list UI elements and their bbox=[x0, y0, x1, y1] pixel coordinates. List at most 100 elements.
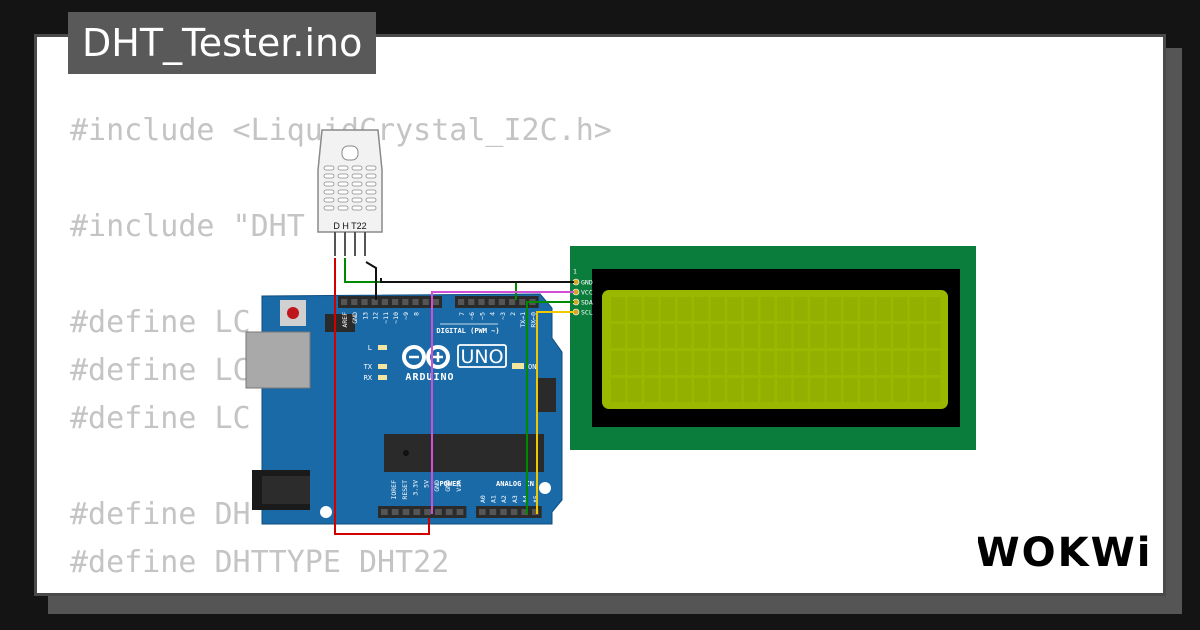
header-pin[interactable] bbox=[412, 299, 419, 305]
lcd-cell bbox=[727, 324, 742, 348]
header-pin[interactable] bbox=[341, 299, 348, 305]
grille-slot bbox=[365, 205, 377, 211]
grille-slot bbox=[323, 173, 335, 179]
lcd-cell bbox=[843, 324, 858, 348]
lcd-cell bbox=[694, 378, 709, 402]
lcd-cell bbox=[777, 378, 792, 402]
led-tx bbox=[378, 364, 387, 369]
grille-slot bbox=[351, 205, 363, 211]
header-pin[interactable] bbox=[456, 509, 464, 515]
grille-slot bbox=[337, 181, 349, 187]
lcd-cell bbox=[760, 351, 775, 375]
project-title[interactable]: DHT_Tester.ino bbox=[68, 12, 377, 74]
pin-label: GND bbox=[433, 480, 441, 492]
header-pin[interactable] bbox=[392, 299, 399, 305]
pin-label: 12 bbox=[372, 312, 380, 320]
pin-label: A4 bbox=[521, 495, 529, 503]
mounting-hole bbox=[539, 482, 551, 494]
header-pin[interactable] bbox=[532, 509, 539, 515]
grille-slot bbox=[365, 197, 377, 203]
header-pin[interactable] bbox=[381, 299, 388, 305]
lcd-cell bbox=[743, 324, 758, 348]
lcd-cell bbox=[611, 351, 626, 375]
grille-slot bbox=[337, 189, 349, 195]
lcd-cell bbox=[760, 324, 775, 348]
lcd-pin-label: GND bbox=[581, 279, 593, 287]
header-pin[interactable] bbox=[402, 299, 409, 305]
lcd-cell bbox=[694, 297, 709, 321]
grille-slot bbox=[351, 173, 363, 179]
pin-label: ~9 bbox=[402, 312, 410, 320]
sensor-label: D H T22 bbox=[333, 221, 366, 231]
pin-label: RX←0 bbox=[529, 312, 537, 328]
header-pin[interactable] bbox=[510, 509, 518, 515]
lcd-pin-label: SDA bbox=[581, 299, 593, 307]
lcd-cell bbox=[876, 351, 891, 375]
header-pin[interactable] bbox=[413, 509, 421, 515]
dht22-sensor[interactable]: D H T22 bbox=[317, 129, 383, 256]
header-pin[interactable] bbox=[498, 299, 505, 305]
header-pin[interactable] bbox=[458, 299, 465, 305]
sensor-body bbox=[317, 129, 383, 233]
header-pin[interactable] bbox=[468, 299, 475, 305]
header-pin[interactable] bbox=[509, 299, 516, 305]
lcd-cell bbox=[677, 297, 692, 321]
header-pin[interactable] bbox=[391, 509, 399, 515]
lcd-cell bbox=[677, 351, 692, 375]
model-label: UNO bbox=[460, 346, 503, 368]
header-pin[interactable] bbox=[519, 299, 526, 305]
header-pin[interactable] bbox=[351, 299, 358, 305]
lcd-cell bbox=[644, 297, 659, 321]
header-pin[interactable] bbox=[381, 509, 388, 515]
lcd-pin-label: 1 bbox=[573, 268, 577, 276]
grille-slot bbox=[365, 181, 377, 187]
pin-label: IOREF bbox=[390, 480, 398, 500]
led-label-rx: RX bbox=[364, 374, 373, 382]
lcd-cell bbox=[909, 351, 924, 375]
header-pin[interactable] bbox=[479, 509, 486, 515]
pin-label: 2 bbox=[509, 312, 517, 316]
header-pin[interactable] bbox=[422, 299, 429, 305]
lcd-cell bbox=[627, 297, 642, 321]
header-pin[interactable] bbox=[432, 299, 439, 305]
header-pin[interactable] bbox=[371, 299, 378, 305]
code-line: #define DHTTYPE DHT22 bbox=[70, 545, 450, 580]
lcd-cell bbox=[710, 324, 725, 348]
header-pin[interactable] bbox=[424, 509, 431, 515]
header-pin[interactable] bbox=[445, 509, 453, 515]
pin-label: ~10 bbox=[392, 312, 400, 324]
led-on bbox=[512, 363, 524, 369]
lcd-cell bbox=[826, 351, 841, 375]
pin-label: ~6 bbox=[468, 312, 476, 320]
lcd-cell bbox=[860, 378, 875, 402]
lcd-cell bbox=[677, 324, 692, 348]
lcd-cell bbox=[926, 351, 941, 375]
header-pin[interactable] bbox=[500, 509, 507, 515]
lcd-cell bbox=[777, 351, 792, 375]
lcd-cell bbox=[694, 324, 709, 348]
lcd-cell bbox=[660, 378, 675, 402]
grille-slot bbox=[323, 197, 335, 203]
header-pin[interactable] bbox=[402, 509, 410, 515]
header-pin[interactable] bbox=[435, 509, 442, 515]
lcd-cell bbox=[826, 378, 841, 402]
pin-label: RESET bbox=[401, 480, 409, 500]
header-pin[interactable] bbox=[361, 299, 368, 305]
pin-label: A3 bbox=[511, 495, 519, 503]
lcd-cell bbox=[876, 297, 891, 321]
header-pin[interactable] bbox=[478, 299, 485, 305]
lcd-cell bbox=[793, 351, 808, 375]
lcd-cell bbox=[860, 297, 875, 321]
led-label-on: ON bbox=[528, 363, 536, 371]
wire-red-vcc bbox=[334, 258, 430, 535]
pin-label: 8 bbox=[412, 312, 420, 316]
pin-label: A2 bbox=[500, 495, 508, 503]
header-pin[interactable] bbox=[521, 509, 528, 515]
header-pin[interactable] bbox=[488, 299, 495, 305]
power-label: POWER bbox=[439, 480, 461, 488]
header-pin[interactable] bbox=[489, 509, 497, 515]
lcd-cell bbox=[727, 297, 742, 321]
icsp-header-2 bbox=[538, 378, 556, 412]
